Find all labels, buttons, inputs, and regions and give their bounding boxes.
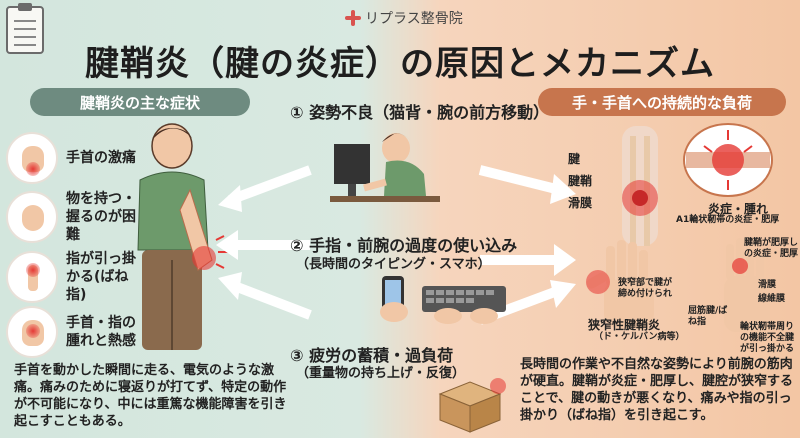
- cause-1-title: ① 姿勢不良（猫背・腕の前方移動）: [290, 103, 550, 122]
- label-synovium: 滑膜: [568, 196, 593, 210]
- brand-logo: リプラス整骨院: [345, 8, 463, 28]
- label-thickened: 腱鞘が肥厚しの炎症・肥厚: [744, 238, 799, 259]
- symptoms-description: 手首を動かした瞬間に走る、電気のような激痛。痛みのために寝返りが打てず、特定の動…: [14, 363, 287, 429]
- desk-worker-illustration: [330, 133, 440, 202]
- box-lifting-illustration: [438, 378, 506, 433]
- symptom-label: 物を持つ・握るのが困難: [66, 191, 136, 243]
- symptom-item: 指が引っ掛かる(ばね指): [6, 250, 276, 304]
- inflammation-sub: A1輪状靭帯の炎症・肥厚: [676, 215, 780, 225]
- stenosing-sub: （ド・ケルバン病等）: [594, 332, 685, 342]
- open-hand-illustration: [586, 240, 654, 328]
- person-illustration: [137, 123, 228, 350]
- swelling-icon: [6, 306, 58, 358]
- trigger-finger-illustration: [724, 238, 770, 332]
- inflammation-title: 炎症・腫れ: [708, 202, 769, 216]
- inflammation-closeup: [683, 123, 773, 197]
- symptom-item: 物を持つ・握るのが困難: [6, 190, 276, 244]
- load-header: 手・手首への持続的な負荷: [538, 88, 786, 116]
- brand-name: リプラス整骨院: [365, 11, 463, 27]
- keyboard-phone-illustration: [380, 276, 506, 324]
- stenosing-title: 狭窄性腱鞘炎: [588, 318, 661, 332]
- symptoms-header: 腱鞘炎の主な症状: [30, 88, 250, 116]
- wrist-anatomy-illustration: [622, 126, 658, 246]
- label-sheath: 腱鞘: [568, 174, 593, 188]
- cause-2-title: ② 手指・前腕の過度の使い込み: [290, 236, 518, 255]
- symptom-label: 手首・指の腫れと熱感: [66, 315, 136, 349]
- cross-icon: [345, 10, 361, 26]
- wrist-pain-icon: [6, 132, 58, 184]
- symptom-item: 手首・指の腫れと熱感: [6, 306, 276, 358]
- cause-2-sub: （長時間のタイピング・スマホ）: [296, 257, 491, 272]
- symptom-label: 指が引っ掛かる(ばね指): [66, 251, 136, 303]
- label-flexor: 屈筋腱/ばね指: [688, 306, 728, 327]
- trigger-finger-icon: [6, 251, 58, 303]
- grip-difficulty-icon: [6, 191, 58, 243]
- symptom-item: 手首の激痛: [6, 132, 276, 184]
- mechanism-description: 長時間の作業や不自然な姿勢により前腕の筋肉が硬直。腱鞘が炎症・肥厚し、腱腔が狭窄…: [520, 357, 794, 423]
- cause-3-sub: （重量物の持ち上げ・反復）: [296, 366, 466, 381]
- cause-3-title: ③ 疲労の蓄積・過負荷: [290, 346, 454, 365]
- label-synovium-2: 滑膜: [758, 280, 777, 290]
- label-tendon: 腱: [568, 152, 581, 166]
- label-dysfunction: 輪状靭帯周りの機能不全腱が引っ掛かる: [740, 322, 795, 354]
- page-title: 腱鞘炎（腱の炎症）の原因とメカニズム: [85, 44, 715, 84]
- arrows-left: [216, 165, 312, 320]
- label-fibrous: 線維膜: [758, 294, 786, 304]
- arrows-right: [478, 165, 576, 325]
- symptom-label: 手首の激痛: [66, 150, 136, 166]
- clipboard-icon: [6, 3, 44, 54]
- narrow-note: 狭窄部で腱が締め付けられ: [618, 278, 673, 299]
